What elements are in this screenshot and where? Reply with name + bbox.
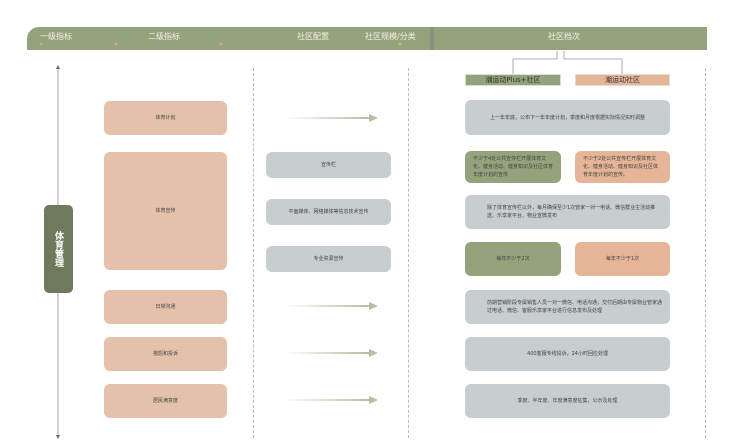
tier-resources-standard-cell: 每年不少于1次 — [575, 242, 670, 276]
header-level2: 二级指标 — [148, 32, 180, 41]
header-scale: 社区规模/分类 — [365, 32, 416, 41]
level2-plan: 体育计划 — [104, 101, 227, 135]
level1-label: 体育管理 — [44, 205, 73, 293]
config-resources: 专业资源宣传 — [266, 246, 391, 272]
tier-standard-label: 潮运动社区 — [575, 74, 670, 86]
header-bar — [27, 27, 707, 50]
arrow-right-icon — [283, 302, 378, 310]
triangle-marker-icon — [219, 43, 223, 46]
header-tier: 社区档次 — [548, 32, 580, 41]
tier-satisfaction-cell: 季度、半年度、年度满意度征集，公示及处理 — [465, 384, 670, 418]
header-divider — [430, 27, 434, 50]
column-divider — [253, 68, 254, 438]
tier-complaint-cell: 400客服专线投诉，24小时回应处理 — [465, 337, 670, 371]
tier-plan-cell: 上一年年底，公布下一年年度计划，季度和月度根据实际情况实时调整 — [465, 100, 670, 135]
tier-bracket — [512, 51, 623, 74]
triangle-marker-icon — [398, 43, 402, 46]
triangle-marker-icon — [39, 43, 43, 46]
column-divider — [705, 68, 706, 438]
level2-promotion: 体育宣传 — [104, 152, 227, 270]
tier-media-cell: 除了体育宣传栏以外，每月确保至少1次管家一对一电话、微信群业主活动推送、乐享家平… — [465, 195, 670, 229]
tier-board-plus-cell: 不少于4处公共宣传栏开展体育文化、健身活动、健身知识及社区体育年度计划的宣传 — [465, 151, 561, 183]
header-level1: 一级指标 — [40, 32, 72, 41]
tier-plus-label: 潮运动Plus+社区 — [465, 74, 561, 86]
arrow-right-icon — [283, 349, 378, 357]
tier-communication-cell: 前期营销阶段专属销售人员一对一微信、电话沟通；交付后期由专属物业管家通过电话、微… — [465, 290, 670, 324]
level2-satisfaction: 居民满意度 — [104, 384, 227, 418]
arrow-right-icon — [283, 396, 378, 404]
tier-board-standard-cell: 不少于2处公共宣传栏开展体育文化、健身活动、健身知识及社区体育年度计划的宣传。 — [575, 151, 670, 183]
level2-communication: 日常沟通 — [104, 290, 227, 324]
config-media: 平面媒体、网络媒体等信息技术宣传 — [266, 199, 391, 225]
triangle-marker-icon — [114, 43, 118, 46]
header-config: 社区配置 — [297, 32, 329, 41]
tier-resources-plus-cell: 每年不少于2次 — [465, 242, 561, 276]
level2-complaint: 抱怨和投诉 — [104, 337, 227, 371]
config-board: 宣传栏 — [266, 152, 391, 178]
arrow-right-icon — [283, 114, 378, 122]
column-divider — [408, 68, 409, 438]
